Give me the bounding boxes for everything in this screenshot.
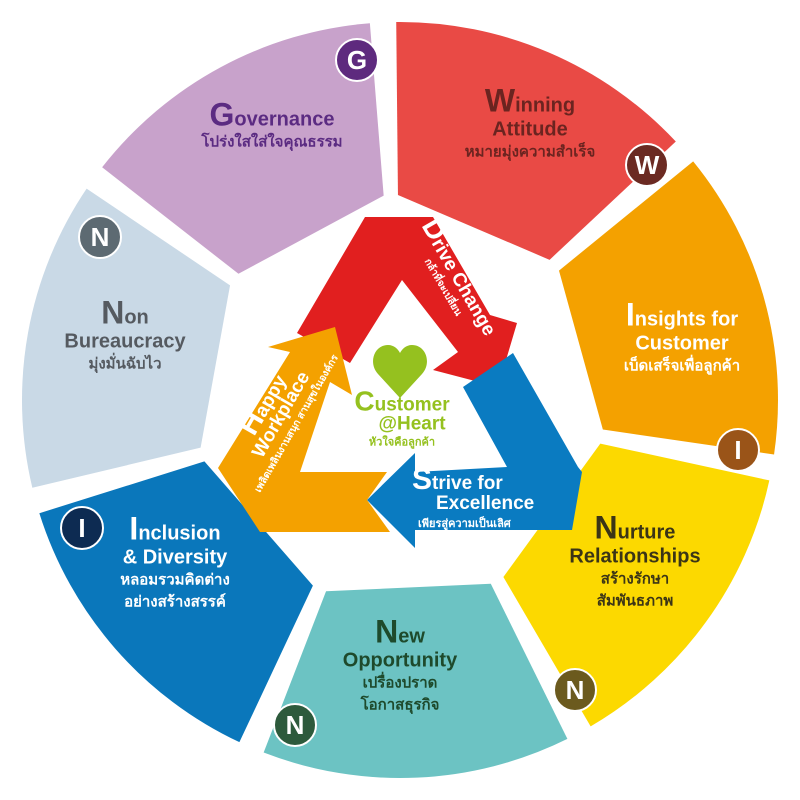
title-cap: I [625,296,635,333]
segment-non-bureaucracy [21,188,231,488]
badge-winning-attitude: W [625,143,669,187]
thai-subtitle: อย่างสร้างสรรค์ [124,593,226,611]
segment-title: Nurture [569,512,700,545]
title-line2: Opportunity [342,649,458,672]
title-cap: W [484,82,516,119]
title-rest: on [124,306,149,329]
strive-cap: S [412,463,433,496]
title-rest: ew [398,625,425,648]
center-line2: @Heart [378,413,446,435]
badge-inclusion-diversity: I [60,506,104,550]
segment-title: New [343,616,457,649]
center-thai: หัวใจคือลูกค้า [368,436,436,449]
segment-title: Inclusion [120,513,230,546]
customer-heart-label: Customer @Heart หัวใจคือลูกค้า [354,387,450,453]
segment-new-opportunity [263,583,568,778]
title-line2: & Diversity [122,546,228,569]
title-rest: inning [515,94,576,117]
thai-subtitle: หลอมรวมคิดต่าง [120,571,230,589]
segment-title: Governance [201,99,342,132]
thai-subtitle: เปรื่องปราด [362,674,438,692]
title-cap: I [129,510,139,547]
thai-subtitle: สัมพันธภาพ [596,592,674,610]
title-rest: overnance [234,108,335,131]
title-cap: N [101,294,125,331]
segment-winning-attitude [396,22,676,260]
segment-governance [102,23,384,274]
drive-change-arrow [297,217,517,387]
title-rest: urture [617,521,676,544]
strive-rest: trive for [432,473,503,494]
badge-non-bureaucracy: N [78,215,122,259]
center-cap: C [354,385,375,417]
title-line2: Customer [635,332,729,355]
thai-subtitle: โปร่งใสใส่ใจคุณธรรม [201,133,343,151]
center-rest: ustomer [374,394,450,416]
segment-title: Winning [465,85,596,118]
badge-new-opportunity: N [273,703,317,747]
strive-thai: เพียรสู่ความเป็นเลิศ [418,518,511,530]
thai-subtitle: สร้างรักษา [600,570,670,588]
badge-insights-for-customer: I [716,428,760,472]
segment-title: Insights for [624,299,740,332]
title-line2: Attitude [492,118,568,141]
thai-subtitle: มุ่งมั่นฉับไว [88,355,162,373]
badge-governance: G [335,38,379,82]
title-line2: Bureaucracy [64,330,186,353]
title-line2: Relationships [569,545,701,568]
segment-title: Non [64,297,185,330]
badge-nurture-relationships: N [553,668,597,712]
segment-label-inclusion-diversity: Inclusion& Diversity หลอมรวมคิดต่างอย่างส… [120,513,230,614]
segment-insights-for-customer [558,161,778,455]
strive-excellence-label: Strive for Excellence เพียรสู่ความเป็นเล… [412,465,542,534]
strive-excellence-arrow [367,353,582,548]
thai-subtitle: หมายมุ่งความสำเร็จ [464,143,596,161]
strive-line2: Excellence [436,493,535,514]
title-cap: G [209,96,235,133]
segment-inclusion-diversity [39,461,313,743]
happy-workplace-arrow [218,327,390,532]
title-rest: nclusion [138,522,221,545]
title-cap: N [594,509,618,546]
title-rest: nsights for [634,308,739,331]
title-cap: N [375,613,399,650]
heart-icon [373,345,427,398]
thai-subtitle: เบ็ดเสร็จเพื่อลูกค้า [623,357,741,375]
thai-subtitle: โอกาสธุรกิจ [360,696,440,714]
